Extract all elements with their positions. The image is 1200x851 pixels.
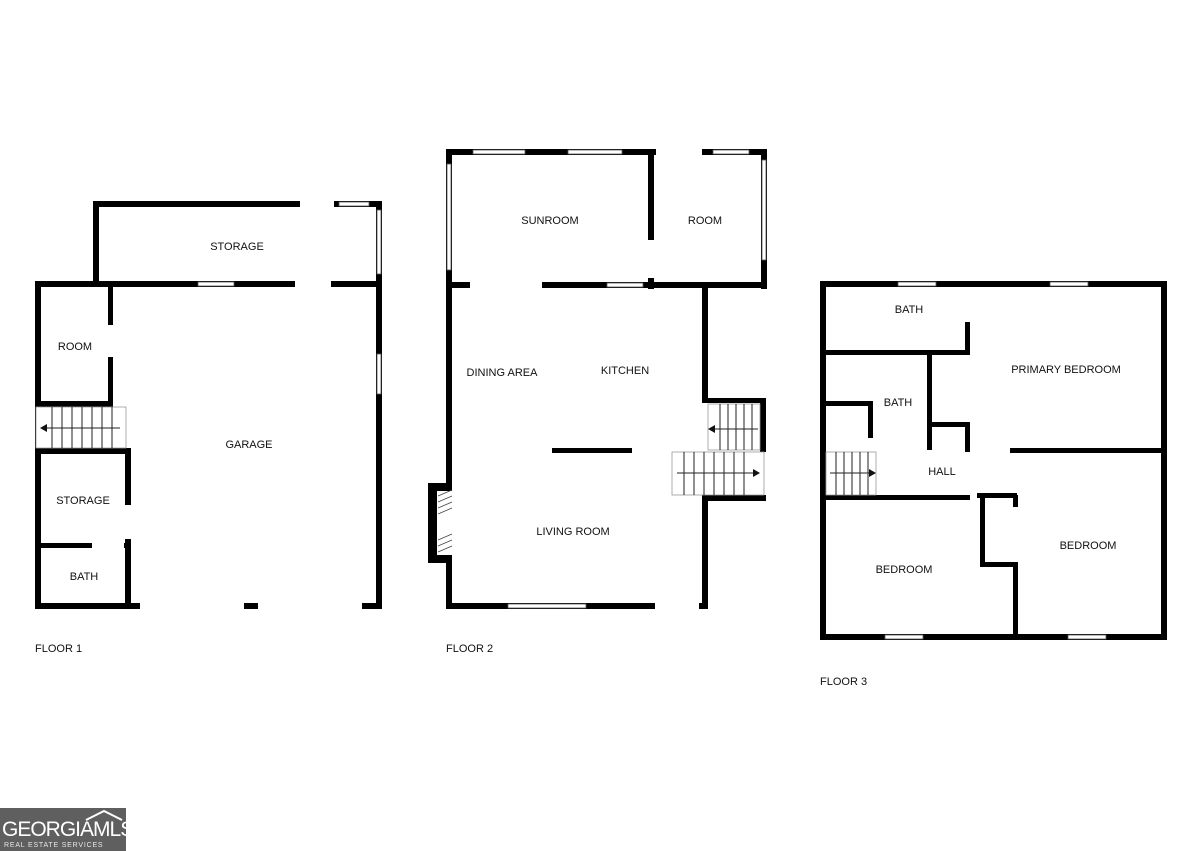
floor-3-label: FLOOR 3 [820, 676, 867, 688]
room-label-garage: GARAGE [225, 439, 272, 451]
room-label-dining-area: DINING AREA [467, 367, 539, 379]
logo-main-text: GEORGIAMLS [2, 818, 134, 841]
room-label-bath: BATH [70, 571, 99, 583]
room-label-bath-upper: BATH [895, 304, 924, 316]
room-label-room: ROOM [58, 341, 92, 353]
room-label-kitchen: KITCHEN [601, 365, 649, 377]
room-label-sunroom: SUNROOM [521, 215, 578, 227]
room-label-storage: STORAGE [56, 495, 110, 507]
room-label-bedroom-right: BEDROOM [1060, 540, 1117, 552]
floor-2-plan: SUNROOM ROOM DINING AREA KITCHEN LIVING … [428, 148, 767, 655]
room-label-living-room: LIVING ROOM [536, 526, 609, 538]
room-label-primary-bedroom: PRIMARY BEDROOM [1011, 364, 1121, 376]
roof-icon [85, 809, 123, 821]
floor-3-plan: BATH PRIMARY BEDROOM BATH HALL BEDROOM B… [820, 281, 1167, 688]
floor-1-label: FLOOR 1 [35, 643, 82, 655]
room-label-hall: HALL [928, 466, 956, 478]
room-label-bedroom-left: BEDROOM [876, 564, 933, 576]
room-label-room: ROOM [688, 215, 722, 227]
floor-1-plan: STORAGE ROOM GARAGE STORAGE BATH FLOOR 1 [35, 200, 382, 655]
room-label-bath: BATH [884, 397, 913, 409]
room-label-storage-annex: STORAGE [210, 241, 264, 253]
logo-sub-text: REAL ESTATE SERVICES [4, 842, 104, 849]
floor-2-label: FLOOR 2 [446, 643, 493, 655]
georgia-mls-logo: GEORGIAMLS REAL ESTATE SERVICES [0, 808, 134, 851]
